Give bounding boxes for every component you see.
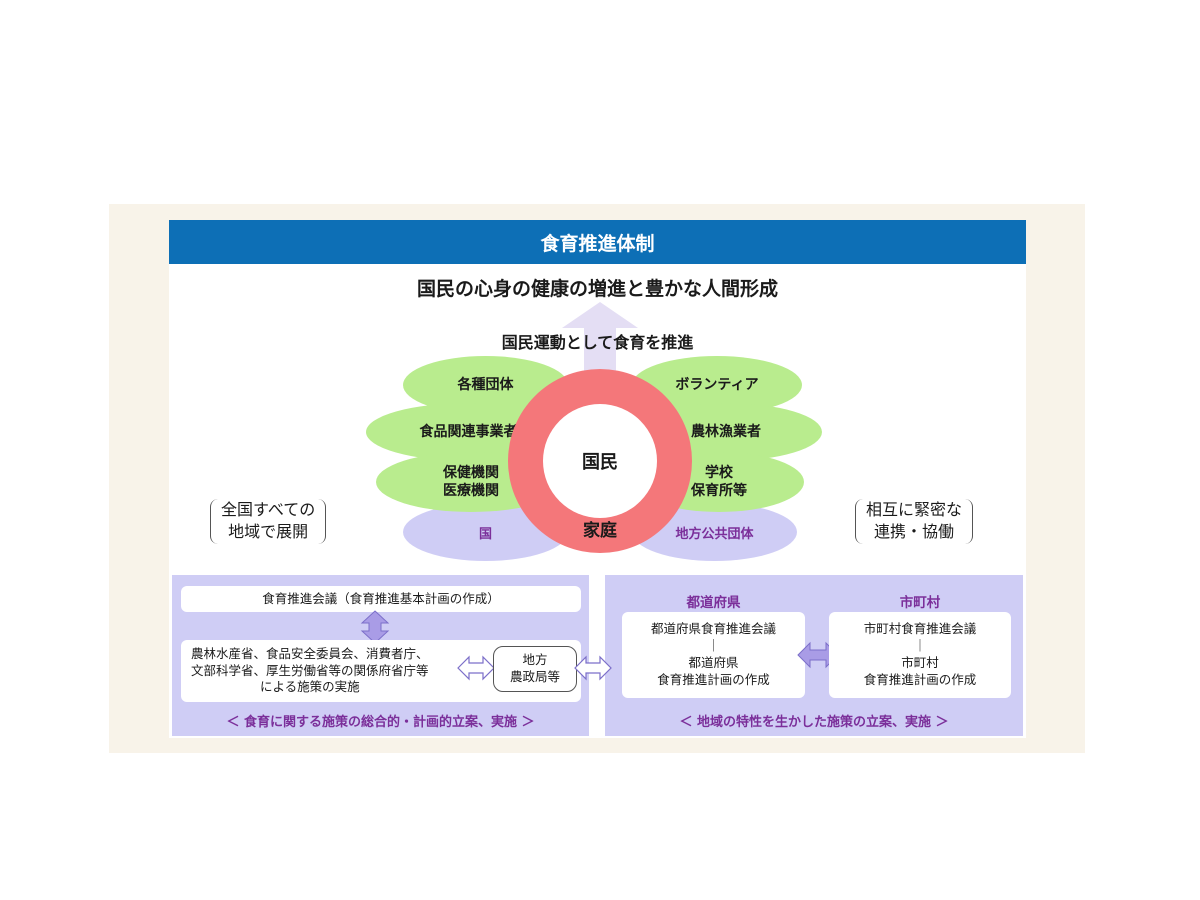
local-footer: ＜ 地域の特性を生かした施策の立案、実施 ＞	[679, 715, 949, 730]
upward-arrow-icon	[562, 302, 638, 375]
national-label: 国	[478, 526, 492, 542]
municipality-heading: 市町村	[899, 595, 941, 611]
regional-office-box: 地方 農政局等	[493, 646, 577, 692]
right-note: 相互に緊密な 連携・協働	[855, 499, 974, 544]
national-footer: ＜ 食育に関する施策の総合的・計画的立案、実施 ＞	[226, 715, 535, 730]
prefecture-heading: 都道府県	[686, 595, 741, 611]
goal-heading: 国民の心身の健康の増進と豊かな人間形成	[416, 277, 778, 300]
prefecture-box: 都道府県食育推進会議 ｜ 都道府県 食育推進計画の作成	[622, 612, 805, 698]
diagram-title: 食育推進体制	[169, 220, 1026, 264]
family-label: 家庭	[583, 521, 617, 541]
left-note: 全国すべての 地域で展開	[210, 499, 327, 544]
double-arrow-left-icon	[457, 655, 495, 681]
double-arrow-vertical-icon	[360, 610, 390, 644]
double-arrow-right-icon	[574, 655, 612, 681]
people-center: 国民	[543, 404, 657, 518]
municipality-box: 市町村食育推進会議 ｜ 市町村 食育推進計画の作成	[829, 612, 1011, 698]
movement-heading: 国民運動として食育を推進	[501, 333, 694, 352]
local-government-label: 地方公共団体	[675, 526, 754, 542]
national-council-box: 食育推進会議（食育推進基本計画の作成）	[181, 586, 581, 612]
